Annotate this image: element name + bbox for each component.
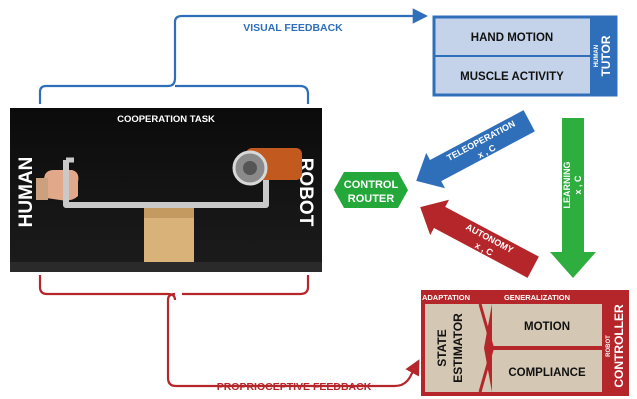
metal-bar-shape [63,160,269,208]
teleoperation-arrow: TELEOPERATION x , C [416,110,535,189]
robot-controller-box: ADAPTATION GENERALIZATION STATE ESTIMATO… [421,290,629,396]
learning-arrow: LEARNING x , C [550,118,596,278]
visual-feedback-path [38,8,429,104]
proprioceptive-feedback-label: PROPRIOCEPTIVE FEEDBACK [217,381,372,393]
muscle-activity-label: MUSCLE ACTIVITY [460,71,564,83]
cooperation-task-title: COOPERATION TASK [117,114,215,125]
human-label: HUMAN [16,157,37,228]
proprioceptive-join [167,292,177,301]
proprioceptive-brace-left [38,275,168,296]
tutor-side-big: TUTOR [599,35,613,76]
human-tutor-box: HAND MOTION MUSCLE ACTIVITY HUMAN TUTOR [432,15,618,97]
compliance-label: COMPLIANCE [508,367,586,379]
visual-brace-right [175,84,310,104]
state-estimator-line1: STATE [435,329,449,367]
hand-motion-label: HAND MOTION [471,32,553,44]
control-router-line1: CONTROL [344,179,399,191]
proprioceptive-brace-right [182,275,310,296]
visual-feedback-label: VISUAL FEEDBACK [243,22,343,34]
generalization-label: GENERALIZATION [504,293,570,302]
adaptation-label: ADAPTATION [422,293,470,302]
state-estimator-line2: ESTIMATOR [451,313,465,383]
autonomy-arrow: AUTONOMY x , C [420,199,539,278]
learning-sub: x , C [573,175,583,195]
controller-side-big: CONTROLLER [612,304,626,388]
control-router: CONTROL ROUTER [334,172,408,208]
human-hand-shape [43,170,79,201]
controller-side-small: ROBOT [606,335,612,357]
tutor-side-small: HUMAN [594,45,600,67]
cooperation-task-panel: COOPERATION TASK HUMAN ROBOT [10,108,322,272]
motion-label: MOTION [524,321,570,333]
learning-label: LEARNING [562,162,572,209]
control-router-line2: ROUTER [348,193,395,205]
proprioceptive-feedback-path [166,292,420,388]
